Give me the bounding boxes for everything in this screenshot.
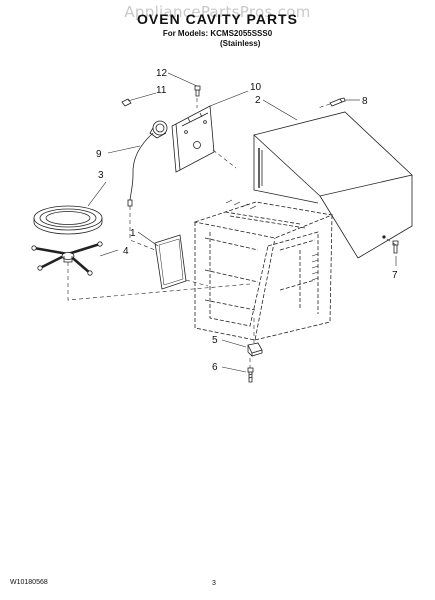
callout-11: 11 xyxy=(156,85,167,96)
page-title: OVEN CAVITY PARTS xyxy=(137,11,298,27)
screw-part-12 xyxy=(194,85,201,97)
oven-cavity xyxy=(193,201,334,341)
wire-harness xyxy=(127,132,154,207)
bracket-plate xyxy=(171,105,215,173)
callout-12: 12 xyxy=(156,68,168,79)
alignment-lines xyxy=(67,98,397,368)
callout-10: 10 xyxy=(250,82,262,93)
leader-lines xyxy=(87,72,397,373)
callout-8: 8 xyxy=(362,96,368,107)
callout-9: 9 xyxy=(96,149,102,160)
outer-cabinet-wrapper xyxy=(253,111,413,259)
watermark: AppliancePartsPros.com xyxy=(124,3,311,21)
screw-part-11 xyxy=(121,98,132,107)
callout-5: 5 xyxy=(212,335,218,346)
callout-2: 2 xyxy=(255,95,261,106)
cavity-vent-grille xyxy=(225,199,319,281)
screw-part-7 xyxy=(392,240,399,254)
sensor-disk xyxy=(149,120,168,139)
page-number: 3 xyxy=(212,580,216,587)
document-number: W10180568 xyxy=(10,579,48,586)
screw-part-8 xyxy=(329,97,346,107)
diffuser-part xyxy=(247,342,263,357)
screw-part-6 xyxy=(247,367,254,383)
cover-plate-part xyxy=(154,234,187,290)
callout-3: 3 xyxy=(98,170,104,181)
callout-6: 6 xyxy=(212,362,218,373)
models-line: For Models: KCMS2055SSS0 xyxy=(162,29,273,38)
callout-1: 1 xyxy=(130,228,136,239)
turntable-tray xyxy=(33,205,103,235)
callout-4: 4 xyxy=(123,246,129,257)
finish-label: (Stainless) xyxy=(220,39,261,48)
callout-7: 7 xyxy=(392,270,398,281)
turntable-support xyxy=(31,241,103,276)
